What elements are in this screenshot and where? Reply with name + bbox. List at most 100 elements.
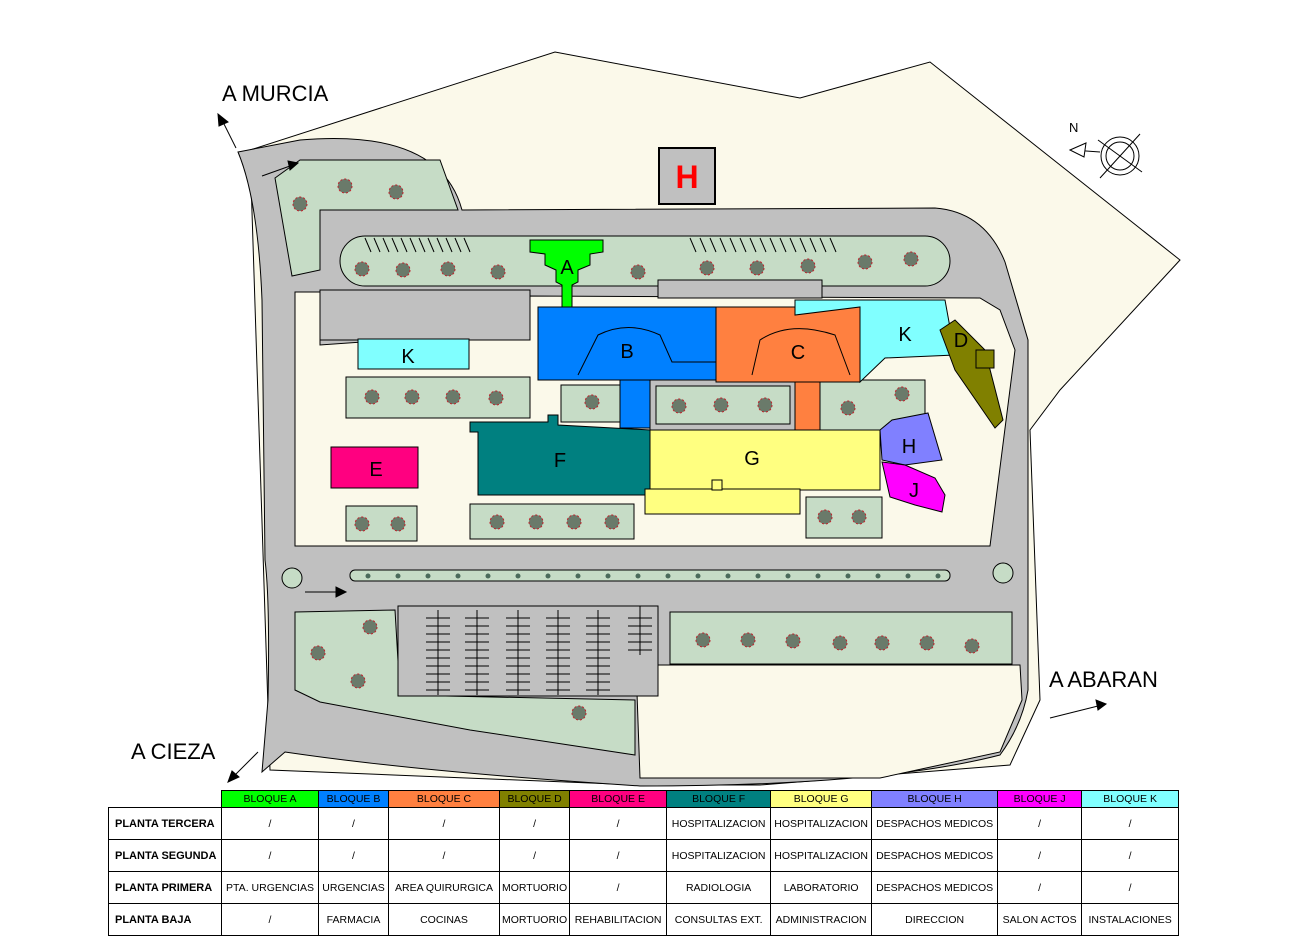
tree-icon	[800, 258, 816, 274]
tree-icon	[699, 260, 715, 276]
tree-icon	[604, 514, 620, 530]
tree-icon	[485, 573, 491, 579]
tree-icon	[785, 633, 801, 649]
tree-icon	[851, 509, 867, 525]
block-label-k-left: K	[401, 346, 415, 368]
tree-icon	[840, 400, 856, 416]
lower-right-ground	[635, 664, 1023, 779]
building-e[interactable]	[330, 446, 419, 489]
median-strip	[349, 569, 951, 582]
building-g[interactable]	[649, 429, 881, 491]
tree-icon	[528, 514, 544, 530]
lower-left-garden	[294, 609, 636, 756]
table-cell: /	[569, 839, 668, 872]
tree-icon	[935, 573, 941, 579]
building-k-left[interactable]	[357, 338, 470, 370]
garden	[805, 496, 883, 539]
tree-icon	[489, 514, 505, 530]
tree-icon	[575, 573, 581, 579]
table-cell: AREA QUIRURGICA	[388, 871, 500, 904]
tree-icon	[404, 389, 420, 405]
tree-icon	[605, 573, 611, 579]
tree-icon	[395, 262, 411, 278]
table-cell: /	[221, 839, 319, 872]
table-cell: /	[221, 807, 319, 840]
table-cell: REHABILITACION	[569, 903, 668, 936]
tree-icon	[815, 573, 821, 579]
tree-icon	[713, 397, 729, 413]
block-label-g: G	[744, 448, 760, 470]
table-cell: /	[221, 903, 319, 936]
tree-icon	[388, 184, 404, 200]
header-bloque-d: BLOQUE D	[498, 790, 571, 808]
tree-icon	[903, 251, 919, 267]
table-cell: /	[1081, 839, 1180, 872]
tree-icon	[566, 514, 582, 530]
block-label-h: H	[902, 436, 916, 458]
tree-icon	[292, 196, 308, 212]
building-c[interactable]	[715, 306, 861, 383]
parking-area-top-left	[319, 289, 531, 341]
building-k-right[interactable]	[794, 299, 956, 384]
tree-icon	[395, 573, 401, 579]
table-cell: PTA. URGENCIAS	[221, 871, 319, 904]
header-bloque-f: BLOQUE F	[666, 790, 772, 808]
block-label-e: E	[369, 459, 382, 481]
table-corner	[109, 791, 222, 808]
table-cell: MORTUORIO	[498, 871, 571, 904]
building-c-wing[interactable]	[794, 381, 821, 431]
header-bloque-c: BLOQUE C	[388, 790, 500, 808]
tree-icon	[545, 573, 551, 579]
tree-icon	[757, 397, 773, 413]
roundabout	[992, 562, 1014, 584]
north-label: N	[1069, 120, 1078, 135]
tree-icon	[857, 254, 873, 270]
trees	[292, 178, 980, 721]
building-g-base[interactable]	[644, 488, 801, 515]
building-b-court	[577, 327, 716, 376]
header-bloque-b: BLOQUE B	[318, 790, 389, 808]
table-cell: DESPACHOS MEDICOS	[871, 839, 999, 872]
block-label-f: F	[554, 450, 566, 472]
table-cell: /	[1081, 871, 1180, 904]
parking-lines	[426, 606, 652, 695]
tree-icon	[365, 573, 371, 579]
table-cell: /	[997, 871, 1083, 904]
floor-label: PLANTA TERCERA	[108, 807, 222, 840]
tree-icon	[445, 389, 461, 405]
table-cell: CONSULTAS EXT.	[666, 903, 772, 936]
north-compass-icon	[1068, 133, 1143, 179]
tree-icon	[455, 573, 461, 579]
table-cell: SALON ACTOS	[997, 903, 1083, 936]
table-cell: /	[569, 871, 668, 904]
table-cell: DESPACHOS MEDICOS	[871, 807, 999, 840]
tree-icon	[571, 705, 587, 721]
building-j[interactable]	[881, 461, 946, 513]
upper-left-garden	[274, 159, 459, 277]
block-label-c: C	[791, 342, 805, 364]
tree-icon	[630, 264, 646, 280]
tree-icon	[425, 573, 431, 579]
tree-icon	[964, 638, 980, 654]
direction-label-murcia: A MURCIA	[222, 81, 329, 106]
table-cell: /	[388, 807, 500, 840]
building-h[interactable]	[879, 412, 943, 466]
tree-icon	[665, 573, 671, 579]
floor-label: PLANTA BAJA	[108, 903, 222, 936]
tree-icon	[354, 516, 370, 532]
block-label-j: J	[909, 480, 919, 502]
tree-icon	[785, 573, 791, 579]
tree-icon	[635, 573, 641, 579]
header-bloque-h: BLOQUE H	[871, 790, 999, 808]
building-b-wing[interactable]	[619, 379, 651, 429]
tree-icon	[749, 260, 765, 276]
table-cell: /	[498, 807, 571, 840]
table-cell: /	[498, 839, 571, 872]
floor-label: PLANTA SEGUNDA	[108, 839, 222, 872]
building-d[interactable]	[939, 319, 1004, 429]
tree-icon	[919, 635, 935, 651]
